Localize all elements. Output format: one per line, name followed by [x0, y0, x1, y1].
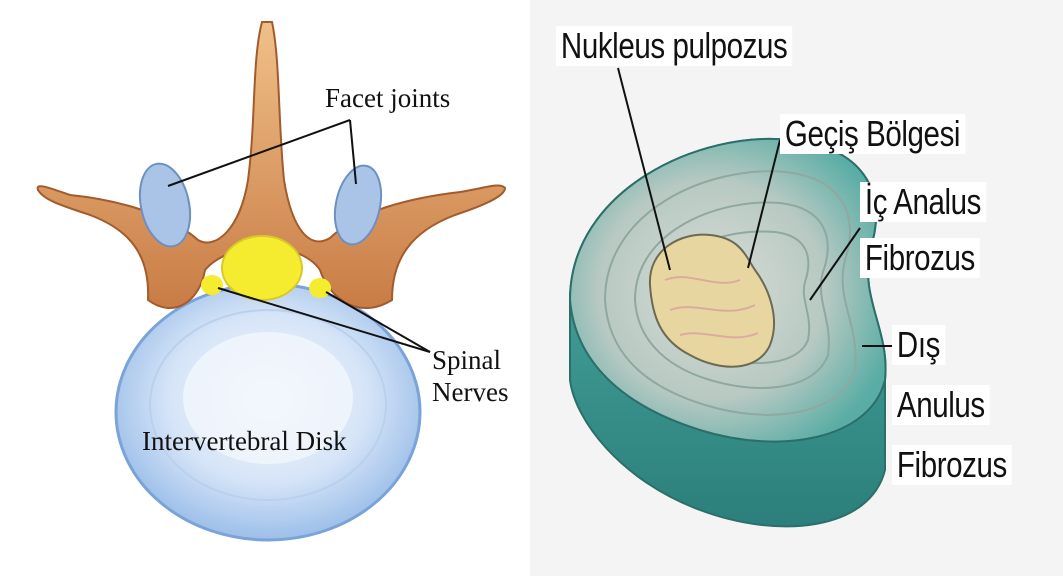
outer-annulus-label-line2: Anulus: [892, 385, 990, 425]
inner-annulus-label-line2: Fibrozus: [860, 238, 980, 278]
vertebra-illustration-panel: Facet joints Spinal Nerves Intervertebra…: [0, 0, 530, 576]
disk-section-illustration: [530, 0, 1063, 576]
outer-annulus-label-line3: Fibrozus: [892, 445, 1012, 485]
transition-zone-label: Geçiş Bölgesi: [780, 114, 965, 154]
nucleus-pulposus-label: Nukleus pulpozus: [556, 26, 792, 66]
disk-section-panel: Nukleus pulpozus Geçiş Bölgesi İç Analus…: [530, 0, 1063, 576]
nerves-label: Nerves: [432, 377, 508, 407]
spinal-cord: [222, 236, 302, 300]
facet-joints-label: Facet joints: [325, 83, 450, 113]
spinal-label: Spinal: [432, 345, 501, 375]
outer-annulus-label-line1: Dış: [892, 325, 945, 365]
left-spinal-nerve: [201, 275, 223, 295]
intervertebral-disk-label: Intervertebral Disk: [142, 426, 347, 456]
right-spinal-nerve: [309, 278, 331, 298]
vertebra-illustration: [0, 0, 530, 576]
inner-annulus-label-line1: İç Analus: [860, 182, 986, 222]
